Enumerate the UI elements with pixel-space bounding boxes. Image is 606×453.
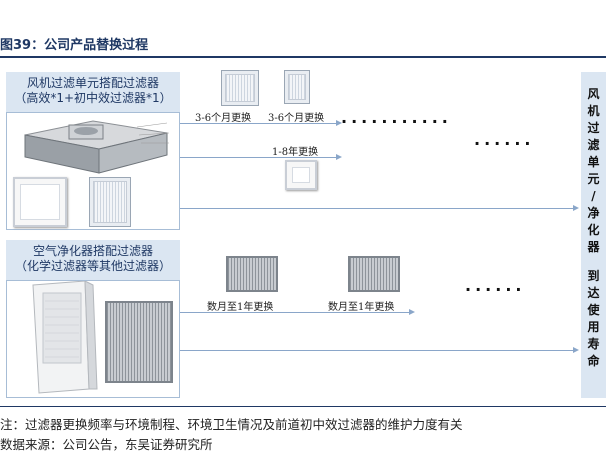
replace-label-2: 3-6个月更换 [268, 113, 325, 124]
ffu-header-line2: （高效*1+初中效过滤器*1） [14, 91, 172, 105]
arrow-purifier-lifetime [180, 347, 579, 353]
replacement-filter-1 [221, 70, 259, 106]
hepa-filter-image [13, 177, 67, 227]
replacement-chemical-filter-2 [348, 256, 400, 292]
replacement-hepa-filter [285, 160, 317, 190]
arrow-hepa [180, 154, 342, 160]
ffu-image-panel [6, 112, 180, 230]
purifier-header-line2: （化学过滤器等其他过滤器） [14, 259, 171, 273]
replace-label-4: 数月至1年更换 [207, 302, 274, 313]
continuation-dots-1: ........... [341, 108, 452, 127]
title-rule [0, 56, 606, 58]
end-char: 达 [587, 286, 600, 300]
end-char: 机 [587, 104, 600, 118]
arrow-prefilter [180, 120, 342, 126]
purifier-header: 空气净化器搭配过滤器 （化学过滤器等其他过滤器） [6, 240, 180, 280]
replace-label-5: 数月至1年更换 [328, 302, 395, 313]
chemical-filter-image [105, 301, 173, 383]
end-char: 元 [587, 172, 600, 186]
end-char: 净 [587, 206, 600, 220]
end-char: 化 [587, 223, 600, 237]
ffu-header-line1: 风机过滤单元搭配过滤器 [26, 76, 159, 90]
purifier-header-line1: 空气净化器搭配过滤器 [32, 244, 153, 258]
end-char: 滤 [587, 138, 600, 152]
continuation-dots-3: ...... [465, 276, 526, 295]
end-char: 过 [587, 121, 600, 135]
footnote: 注：过滤器更换频率与环境制程、环境卫生情况及前道初中效过滤器的维护力度有关 [0, 417, 463, 432]
end-char: 命 [587, 354, 600, 368]
end-char: 使 [587, 303, 600, 317]
ffu-header: 风机过滤单元搭配过滤器 （高效*1+初中效过滤器*1） [6, 72, 180, 112]
end-char: 到 [587, 269, 600, 283]
replacement-filter-2 [284, 70, 310, 104]
footer-rule [0, 406, 606, 407]
data-source: 数据来源：公司公告，东吴证券研究所 [0, 437, 213, 452]
arrow-purifier-filter [180, 309, 415, 315]
end-of-life-box: 风 机 过 滤 单 元 / 净 化 器 到 达 使 用 寿 命 [581, 72, 606, 398]
end-char: 用 [587, 320, 600, 334]
replacement-chemical-filter-1 [226, 256, 278, 292]
replace-label-3: 1-8年更换 [272, 147, 319, 158]
continuation-dots-2: ...... [474, 130, 535, 149]
end-char: 单 [587, 155, 600, 169]
pre-filter-image [89, 177, 131, 227]
end-char: 寿 [587, 337, 600, 351]
replace-label-1: 3-6个月更换 [195, 113, 252, 124]
ffu-unit-image [24, 120, 170, 174]
end-char: 器 [587, 240, 600, 254]
air-purifier-image [32, 280, 98, 394]
end-char: / [591, 189, 596, 203]
end-char: 风 [587, 87, 600, 101]
figure-title: 图39：公司产品替换过程 [0, 38, 149, 53]
arrow-ffu-lifetime [180, 205, 579, 211]
purifier-image-panel [6, 280, 180, 398]
